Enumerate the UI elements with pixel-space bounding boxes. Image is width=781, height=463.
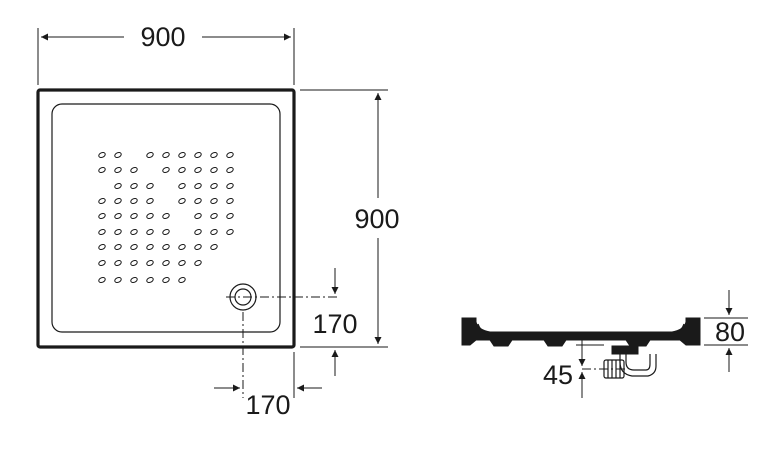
tray-outline (36, 88, 296, 349)
anti-slip-dot (146, 197, 154, 205)
anti-slip-dot (210, 182, 218, 190)
anti-slip-dot (178, 197, 186, 205)
waste-trap-icon (603, 345, 657, 379)
anti-slip-dot (98, 276, 106, 284)
anti-slip-dot (210, 151, 218, 159)
drain-offset-y-dimension: 170 (312, 268, 358, 376)
anti-slip-dot (210, 228, 218, 236)
anti-slip-dot (114, 243, 122, 251)
anti-slip-dot (98, 166, 106, 174)
anti-slip-dot (114, 182, 122, 190)
anti-slip-dot (162, 259, 170, 267)
anti-slip-dot (194, 212, 202, 220)
anti-slip-dot (114, 228, 122, 236)
anti-slip-dot (162, 276, 170, 284)
anti-slip-dot (130, 243, 138, 251)
anti-slip-dot (162, 151, 170, 159)
anti-slip-dot (146, 182, 154, 190)
anti-slip-dot (162, 243, 170, 251)
tray-section-profile (461, 317, 701, 347)
anti-slip-dot (226, 197, 234, 205)
height-dimension: 80 (704, 290, 748, 372)
anti-slip-dot (210, 212, 218, 220)
anti-slip-dot (130, 212, 138, 220)
anti-slip-dot (162, 212, 170, 220)
anti-slip-dot (130, 197, 138, 205)
anti-slip-dot (194, 151, 202, 159)
anti-slip-dot (178, 166, 186, 174)
width-label: 900 (140, 22, 185, 52)
anti-slip-dot (162, 166, 170, 174)
anti-slip-dot (178, 243, 186, 251)
anti-slip-dot (146, 228, 154, 236)
drain-offset-x-dimension: 170 (214, 352, 322, 420)
anti-slip-dot (98, 259, 106, 267)
anti-slip-dot (98, 228, 106, 236)
anti-slip-dot (178, 151, 186, 159)
width-dimension: 900 (37, 22, 295, 85)
anti-slip-dot (210, 243, 218, 251)
anti-slip-dot (130, 182, 138, 190)
waste-height-label: 45 (543, 360, 573, 390)
anti-slip-dot (114, 259, 122, 267)
anti-slip-dot (194, 228, 202, 236)
height-label: 80 (715, 317, 745, 347)
anti-slip-dot (114, 166, 122, 174)
anti-slip-dot (194, 243, 202, 251)
side-view: 80 45 (461, 290, 748, 398)
anti-slip-texture (98, 151, 234, 284)
anti-slip-dot (98, 197, 106, 205)
anti-slip-dot (130, 276, 138, 284)
anti-slip-dot (114, 276, 122, 284)
depth-dimension: 900 (300, 89, 400, 348)
anti-slip-dot (114, 212, 122, 220)
anti-slip-dot (98, 243, 106, 251)
anti-slip-dot (226, 228, 234, 236)
anti-slip-dot (114, 151, 122, 159)
anti-slip-dot (178, 259, 186, 267)
anti-slip-dot (130, 166, 138, 174)
anti-slip-dot (98, 151, 106, 159)
anti-slip-dot (178, 276, 186, 284)
anti-slip-dot (146, 276, 154, 284)
anti-slip-dot (98, 212, 106, 220)
anti-slip-dot (114, 197, 122, 205)
anti-slip-dot (210, 197, 218, 205)
waste-height-dimension: 45 (543, 340, 604, 398)
anti-slip-dot (194, 166, 202, 174)
depth-label: 900 (354, 204, 399, 234)
anti-slip-dot (194, 259, 202, 267)
anti-slip-dot (226, 182, 234, 190)
anti-slip-dot (226, 212, 234, 220)
tray-basin-outline (51, 103, 281, 333)
anti-slip-dot (194, 182, 202, 190)
anti-slip-dot (146, 243, 154, 251)
anti-slip-dot (226, 166, 234, 174)
anti-slip-dot (226, 151, 234, 159)
top-view: 900 900 170 170 (36, 22, 400, 420)
anti-slip-dot (210, 166, 218, 174)
anti-slip-dot (146, 259, 154, 267)
drain-offset-x-label: 170 (245, 390, 290, 420)
anti-slip-dot (130, 228, 138, 236)
anti-slip-dot (146, 212, 154, 220)
anti-slip-dot (162, 228, 170, 236)
anti-slip-dot (146, 151, 154, 159)
drain-offset-y-label: 170 (312, 309, 357, 339)
anti-slip-dot (178, 182, 186, 190)
anti-slip-dot (130, 259, 138, 267)
anti-slip-dot (194, 197, 202, 205)
